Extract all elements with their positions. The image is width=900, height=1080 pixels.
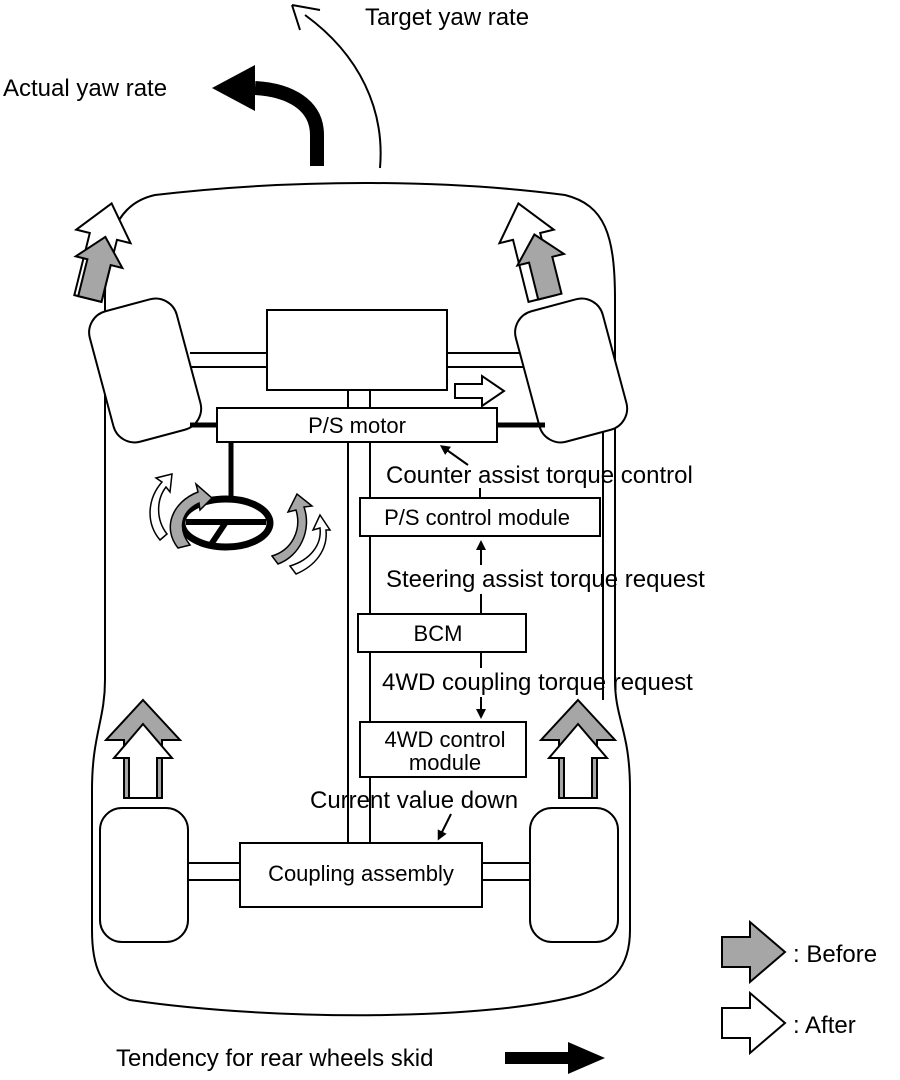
coupling-assembly-label: Coupling assembly [268,861,454,886]
steering-rotation-left-after [149,473,173,542]
ps-motor-box [216,407,498,443]
legend-before-label: : Before [793,941,877,968]
actual-yaw-arrowhead [212,65,255,111]
counter-assist-label: Counter assist torque control [386,462,693,489]
fwd-control-module-label-1: 4WD control [384,727,505,752]
counter-assist-arrow [439,445,469,466]
rear-right-wheel [529,807,619,943]
legend-after-label: : After [793,1012,856,1039]
rear-left-wheel [99,807,189,943]
target-yaw-arrow [304,14,382,169]
legend-before-arrow [721,919,787,985]
front-left-before-arrow [73,235,125,304]
coupling-request-label: 4WD coupling torque request [382,669,693,696]
actual-yaw-arrow [254,81,324,166]
actual-yaw-label: Actual yaw rate [3,75,167,102]
front-right-wheel [514,297,629,444]
ps-control-module-label: P/S control module [384,505,570,530]
ps-control-module-box [359,497,601,537]
coupling-assembly-box [239,842,483,908]
current-value-down-arrow [437,813,452,841]
bcm-box [357,613,527,653]
rack-direction-arrow [454,374,506,408]
steering-assist-label: Steering assist torque request [386,566,705,593]
rear-skid-label: Tendency for rear wheels skid [116,1045,433,1072]
fwd-control-module-box [359,721,527,778]
rear-right-after-arrow [546,722,610,799]
engine-block [266,309,448,391]
steering-rotation-left-before [169,481,214,549]
steering-rotation-right-before [270,492,314,565]
target-yaw-arrowhead [291,4,321,31]
current-value-down-label: Current value down [310,787,518,814]
legend-after-arrow [721,990,787,1056]
steering-rotation-right-after [288,513,332,575]
bcm-label: BCM [414,621,463,646]
rear-left-after-arrow [111,722,175,799]
ps-motor-label: P/S motor [308,413,406,438]
steering-wheel-spokes [186,519,266,548]
front-right-before-arrow [515,233,567,301]
fwd-control-module-label-2: module [409,750,481,775]
front-left-wheel [88,297,203,444]
rear-skid-arrow [505,1042,605,1074]
target-yaw-label: Target yaw rate [365,4,529,31]
